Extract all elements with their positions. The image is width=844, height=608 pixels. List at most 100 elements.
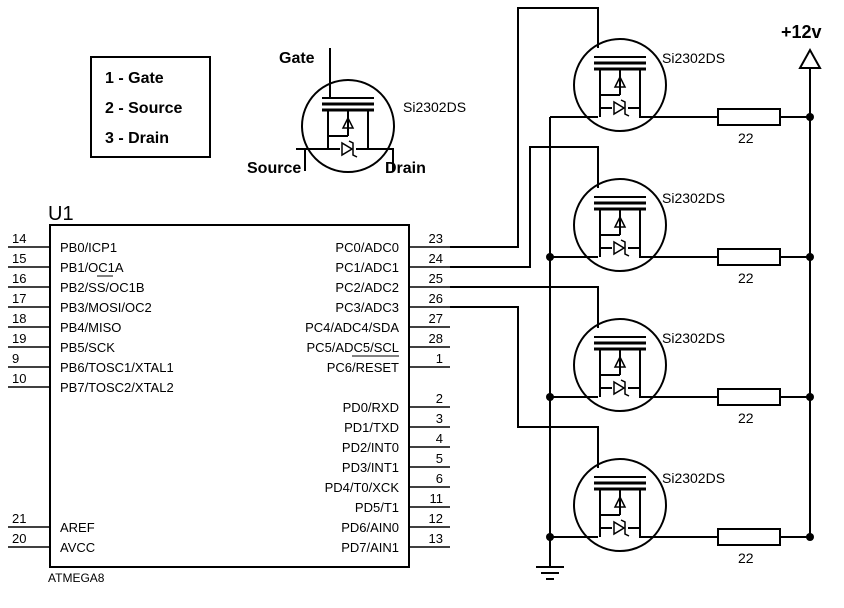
pin-name: PB2/SS/OC1B <box>60 280 145 295</box>
ground-icon <box>536 566 564 580</box>
supply-label: +12v <box>781 22 822 42</box>
resistor-icon <box>717 248 814 266</box>
pin-number: 15 <box>12 251 26 266</box>
pin-number: 6 <box>436 471 443 486</box>
pin-name: PB3/MOSI/OC2 <box>60 300 152 315</box>
pin-number: 27 <box>429 311 443 326</box>
pin-name: PB7/TOSC2/XTAL2 <box>60 380 174 395</box>
ground-bus <box>546 116 598 567</box>
pin-name: PD6/AIN0 <box>341 520 399 535</box>
pin-number: 23 <box>429 231 443 246</box>
mosfet-icon <box>573 449 718 552</box>
resistor-value: 22 <box>738 270 754 286</box>
pin-name: PB1/OC1A <box>60 260 124 275</box>
pin-number: 12 <box>429 511 443 526</box>
legend-item-source: 2 - Source <box>105 100 182 117</box>
mosfet-icon <box>573 29 718 132</box>
pin-name: PC5/ADC5/SCL <box>307 340 399 355</box>
pin-number: 20 <box>12 531 26 546</box>
pin-number: 2 <box>436 391 443 406</box>
ic-left-pins: 14PB0/ICP115PB1/OC1A16PB2/SS/OC1B17PB3/M… <box>8 231 174 555</box>
pin-name: PD3/INT1 <box>342 460 399 475</box>
mosfet-channel: Si2302DS 22 <box>573 449 814 566</box>
pin-number: 9 <box>12 351 19 366</box>
symbol-source-label: Source <box>247 160 301 177</box>
pin-name: PB4/MISO <box>60 320 121 335</box>
pin-number: 25 <box>429 271 443 286</box>
supply-arrow-icon <box>798 47 822 536</box>
resistor-value: 22 <box>738 130 754 146</box>
pin-number: 13 <box>429 531 443 546</box>
mosfet-channel: Si2302DS 22 <box>573 309 814 426</box>
pin-number: 10 <box>12 371 26 386</box>
pin-name: PB5/SCK <box>60 340 115 355</box>
pin-number: 26 <box>429 291 443 306</box>
symbol-drain-label: Drain <box>385 160 426 177</box>
legend-box <box>90 56 211 158</box>
pin-name: PB6/TOSC1/XTAL1 <box>60 360 174 375</box>
pin-number: 16 <box>12 271 26 286</box>
pin-name: PC4/ADC4/SDA <box>305 320 399 335</box>
pin-name: PC1/ADC1 <box>335 260 399 275</box>
pin-name: AVCC <box>60 540 95 555</box>
mosfet-part-label: Si2302DS <box>662 470 725 486</box>
resistor-icon <box>717 528 814 546</box>
pin-name: PC0/ADC0 <box>335 240 399 255</box>
pin-number: 18 <box>12 311 26 326</box>
pin-number: 3 <box>436 411 443 426</box>
pin-number: 5 <box>436 451 443 466</box>
legend-item-drain: 3 - Drain <box>105 130 169 147</box>
resistor-value: 22 <box>738 550 754 566</box>
ic-body <box>49 224 410 568</box>
pin-name: PD5/T1 <box>355 500 399 515</box>
pin-name: PC2/ADC2 <box>335 280 399 295</box>
mosfet-part-label: Si2302DS <box>662 50 725 66</box>
pin-name: PC6/RESET <box>327 360 399 375</box>
gate-wires <box>450 7 599 468</box>
ic-part: ATMEGA8 <box>48 571 105 585</box>
pin-name: AREF <box>60 520 95 535</box>
symbol-mosfet-icon <box>296 48 395 173</box>
pin-number: 11 <box>430 491 444 506</box>
pin-name: PD4/T0/XCK <box>325 480 400 495</box>
pin-number: 17 <box>12 291 26 306</box>
pin-name: PD0/RXD <box>343 400 399 415</box>
resistor-icon <box>717 108 814 126</box>
pin-number: 1 <box>436 351 443 366</box>
symbol-gate-label: Gate <box>279 50 315 67</box>
mosfet-part-label: Si2302DS <box>662 330 725 346</box>
pin-number: 19 <box>12 331 26 346</box>
resistor-icon <box>717 388 814 406</box>
pin-name: PC3/ADC3 <box>335 300 399 315</box>
mosfet-icon <box>573 309 718 412</box>
ic-right-pins: 23PC0/ADC024PC1/ADC125PC2/ADC226PC3/ADC3… <box>305 231 450 555</box>
pin-number: 24 <box>429 251 443 266</box>
pin-number: 28 <box>429 331 443 346</box>
pin-name: PB0/ICP1 <box>60 240 117 255</box>
resistor-value: 22 <box>738 410 754 426</box>
pin-name: PD7/AIN1 <box>341 540 399 555</box>
